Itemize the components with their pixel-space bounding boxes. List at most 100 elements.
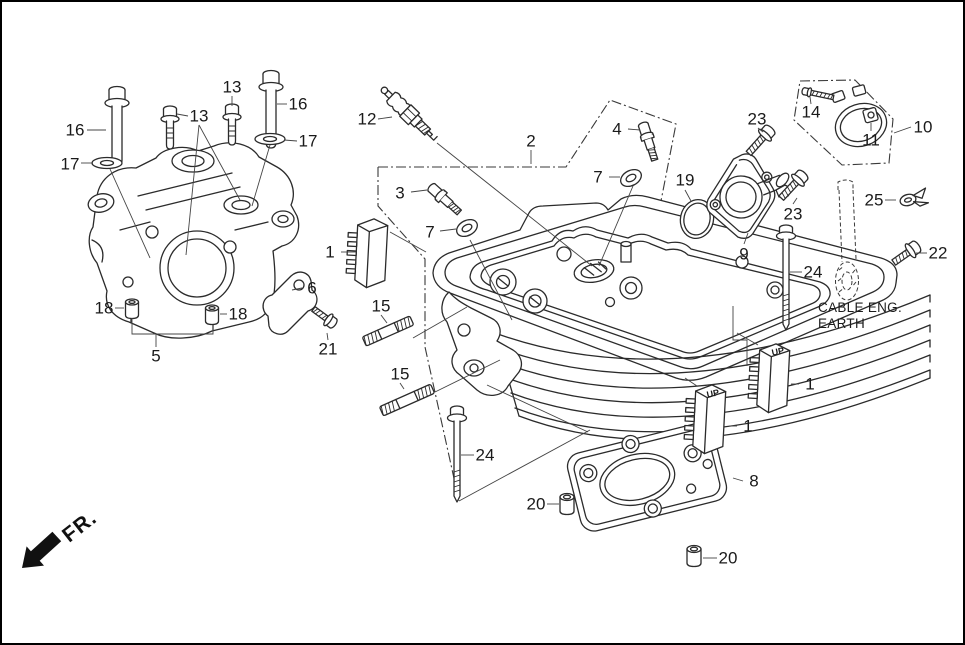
o-ring-7-left-drawing — [456, 218, 478, 238]
leader-line-5 — [132, 325, 214, 335]
tappet-screw-3-drawing — [427, 182, 463, 216]
leader-line-14 — [809, 96, 812, 105]
callout-label-3: 3 — [395, 183, 405, 203]
callout-label-7: 7 — [425, 222, 435, 242]
callout-label-18: 18 — [228, 304, 248, 324]
leader-line-15 — [434, 359, 501, 393]
stud-15-upper-drawing — [362, 315, 414, 347]
callout-label-7: 7 — [593, 167, 603, 187]
fr-direction-arrow — [22, 531, 62, 568]
clamp-screw-14-drawing — [801, 87, 835, 101]
leader-line-1 — [389, 231, 427, 253]
washer-17-right-hole — [262, 135, 278, 143]
callout-label-17: 17 — [60, 154, 80, 174]
cap-18-right-drawing — [204, 304, 220, 326]
leader-line-17 — [283, 139, 298, 142]
callout-label-10: 10 — [913, 117, 933, 137]
leader-line-12 — [436, 142, 593, 267]
callout-label-18: 18 — [94, 298, 114, 318]
leader-line-8 — [486, 384, 589, 433]
callout-label-19: 19 — [675, 170, 695, 190]
callout-label-24: 24 — [475, 445, 495, 465]
callout-label-8: 8 — [749, 471, 759, 491]
callout-label-17: 17 — [298, 131, 318, 151]
callout-label-1: 1 — [325, 242, 335, 262]
callout-label-15: 15 — [390, 364, 410, 384]
callout-label-16: 16 — [65, 120, 85, 140]
callout-label-25: 25 — [864, 190, 884, 210]
callout-label-15: 15 — [371, 296, 391, 316]
dowel-20-right-drawing — [686, 544, 702, 568]
cap-18-left-drawing — [124, 298, 140, 320]
earth-cable-drawing — [835, 179, 859, 301]
leader-line-13 — [185, 124, 200, 256]
bolt-24-center-drawing — [446, 405, 468, 503]
leader-line-15 — [380, 314, 388, 324]
leader-lines-layer — [81, 96, 927, 559]
leader-line-21 — [326, 332, 329, 341]
cylinder-gasket-drawing — [566, 422, 728, 532]
callout-label-1: 1 — [805, 374, 815, 394]
leader-line-8 — [732, 477, 744, 482]
leader-line-6 — [291, 287, 303, 291]
clamp-nut-11-drawing — [862, 106, 879, 124]
earth-cable-label-line1: CABLE ENG. — [818, 300, 903, 315]
callout-label-23: 23 — [783, 204, 803, 224]
damper-1-left-drawing — [345, 218, 389, 289]
o-ring-7-right-drawing — [620, 168, 642, 188]
leader-line-15 — [412, 306, 468, 339]
clamp-phantom-outline-10 — [793, 79, 894, 166]
stud-15-lower-drawing — [379, 384, 435, 417]
leader-line-12 — [377, 116, 393, 120]
leader-line-19 — [684, 189, 692, 202]
callout-label-9: 9 — [739, 244, 749, 264]
leader-line-7 — [469, 239, 513, 321]
leader-line-4 — [627, 128, 641, 131]
callout-label-2: 2 — [526, 131, 536, 151]
leader-line-17 — [109, 168, 151, 259]
bolt-13-left-drawing — [160, 105, 180, 150]
callout-label-21: 21 — [318, 339, 338, 359]
callout-label-4: 4 — [612, 119, 622, 139]
callout-label-13: 13 — [189, 106, 209, 126]
earth-cable-label: CABLE ENG. EARTH — [818, 300, 902, 332]
bolt-23-upper-drawing — [745, 124, 776, 157]
damper-1-right-top-drawing — [747, 343, 791, 414]
leader-line-7 — [598, 185, 634, 267]
rocker-arm-holder-drawing — [87, 142, 300, 339]
bolt-22-drawing — [891, 240, 922, 266]
clamp-band-drawing — [830, 84, 888, 148]
leader-line-9 — [743, 232, 749, 245]
damper-1-right-mid-drawing — [683, 384, 727, 455]
callout-label-5: 5 — [151, 346, 161, 366]
callout-label-14: 14 — [801, 102, 821, 122]
leader-line-1 — [684, 377, 698, 387]
spark-plug-drawing — [380, 86, 438, 141]
leader-line-7 — [439, 228, 457, 232]
callout-label-24: 24 — [803, 262, 823, 282]
bolt-16-left-drawing — [104, 85, 130, 167]
bolt-24-right-drawing — [775, 224, 797, 331]
leader-line-23 — [792, 197, 798, 205]
leader-line-8 — [458, 429, 591, 502]
callout-label-13: 13 — [222, 77, 242, 97]
leader-line-13 — [198, 124, 241, 201]
leader-line-3 — [410, 189, 428, 193]
callout-label-20: 20 — [526, 494, 546, 514]
tappet-screw-4-drawing — [637, 121, 659, 162]
callout-label-11: 11 — [862, 130, 880, 150]
cylinder-head-drawing — [432, 194, 931, 441]
guide-plate-6-drawing — [262, 271, 318, 335]
callout-label-6: 6 — [307, 278, 317, 298]
o-ring-19-drawing — [679, 198, 715, 240]
dowel-20-left-drawing — [559, 492, 575, 516]
leader-line-1 — [736, 332, 759, 346]
bolt-23-lower-drawing — [778, 169, 809, 201]
leader-line-15 — [399, 382, 405, 390]
leader-line-17 — [251, 144, 271, 207]
intake-flange-drawing — [706, 153, 790, 239]
washer-17-left-hole — [99, 159, 115, 167]
